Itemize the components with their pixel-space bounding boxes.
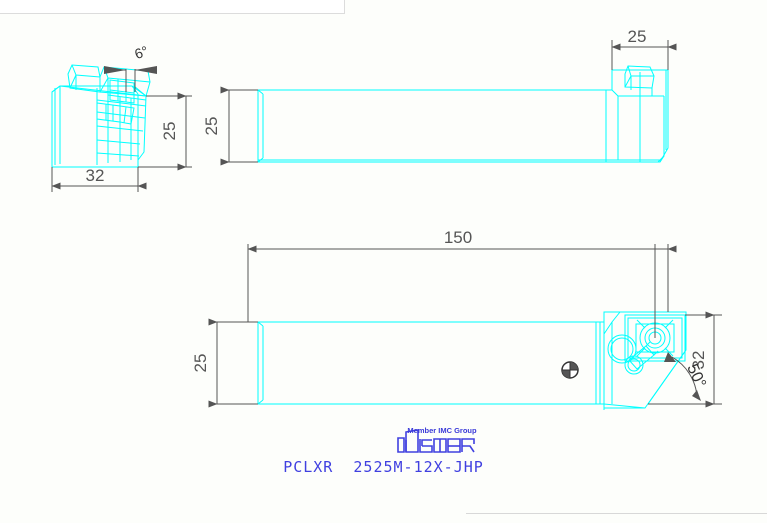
top-view-length-label: 150	[444, 228, 472, 247]
top-view-dimensions	[208, 244, 722, 408]
top-view-width-label: 25	[191, 354, 210, 373]
iscar-logo	[397, 429, 475, 453]
top-view-geometry	[257, 311, 687, 410]
part-designation-label: PCLXR 2525M-12X-JHP	[283, 458, 484, 476]
side-view-head-width-label: 25	[628, 27, 647, 46]
end-view-width-label: 32	[86, 166, 105, 185]
bottom-panel-border	[466, 513, 767, 523]
end-view-height-label: 25	[160, 122, 179, 141]
side-view-geometry	[257, 65, 669, 163]
side-view-dimensions	[220, 40, 677, 166]
side-view-height-label: 25	[202, 117, 221, 136]
end-view-group: 25 32 6°	[51, 42, 192, 192]
top-view-group: 150 25 32 50°	[191, 228, 722, 410]
side-view-group: 25 25	[202, 27, 677, 166]
end-view-dimensions	[51, 66, 192, 192]
top-view-head-width-label: 32	[689, 351, 708, 370]
top-panel-border	[0, 0, 345, 14]
iscar-tagline: Member IMC Group	[407, 426, 477, 435]
coolant-port-symbol	[561, 361, 579, 379]
end-view-angle-label: 6°	[132, 42, 150, 62]
